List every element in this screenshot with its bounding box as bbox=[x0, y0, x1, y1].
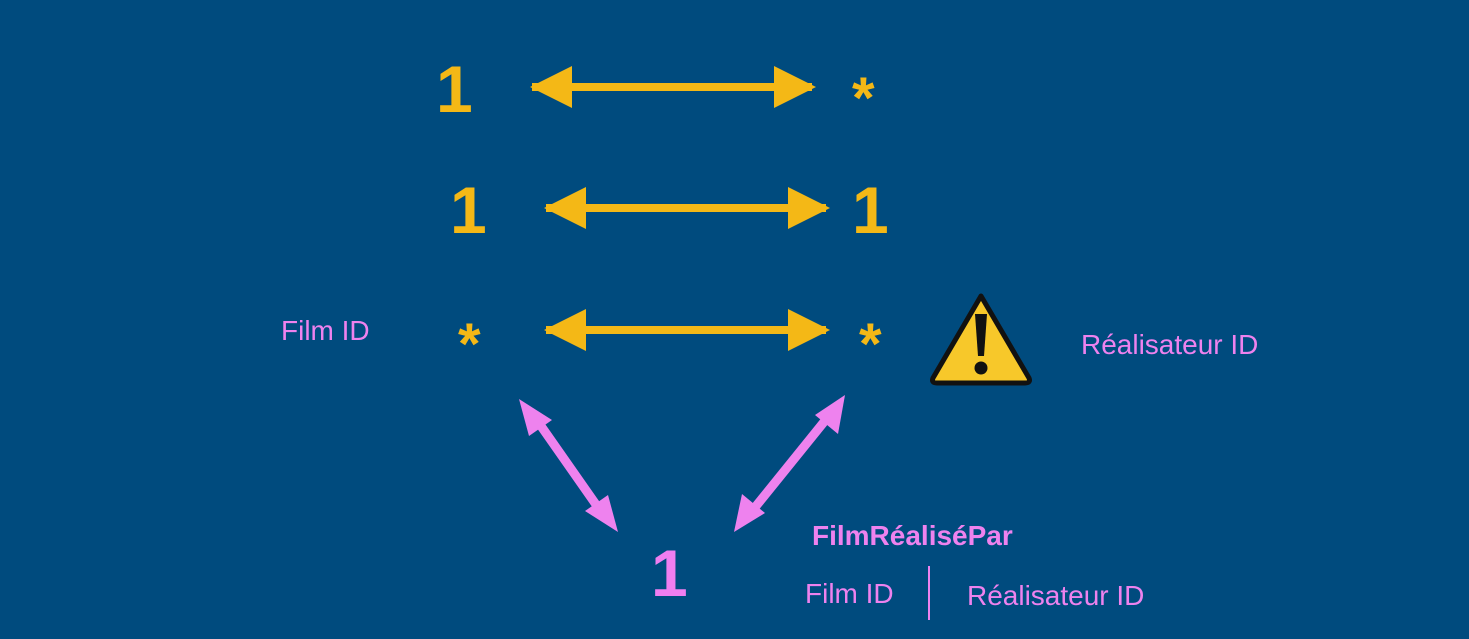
realisateur-id-label: Réalisateur ID bbox=[1081, 329, 1259, 360]
cardinality-right-row-3: * bbox=[859, 312, 882, 377]
join-table-name: FilmRéaliséPar bbox=[812, 520, 1013, 551]
pink-arrow-left bbox=[519, 399, 618, 532]
relation-arrow-row-2 bbox=[544, 187, 830, 229]
cardinality-right-row-2: 1 bbox=[852, 173, 889, 247]
join-cardinality: 1 bbox=[651, 536, 688, 610]
relation-arrow-row-1 bbox=[530, 66, 816, 108]
film-id-label: Film ID bbox=[281, 315, 370, 346]
pink-arrow-right bbox=[734, 395, 845, 532]
cardinality-left-row-3: * bbox=[458, 312, 481, 377]
cardinality-right-row-1: * bbox=[852, 66, 875, 131]
relation-arrow-row-3 bbox=[544, 309, 830, 351]
join-col-film-id: Film ID bbox=[805, 578, 894, 609]
cardinality-left-row-1: 1 bbox=[436, 52, 473, 126]
cardinality-left-row-2: 1 bbox=[450, 173, 487, 247]
column-divider bbox=[928, 566, 930, 620]
warning-icon bbox=[930, 293, 1032, 386]
join-col-realisateur-id: Réalisateur ID bbox=[967, 580, 1145, 611]
